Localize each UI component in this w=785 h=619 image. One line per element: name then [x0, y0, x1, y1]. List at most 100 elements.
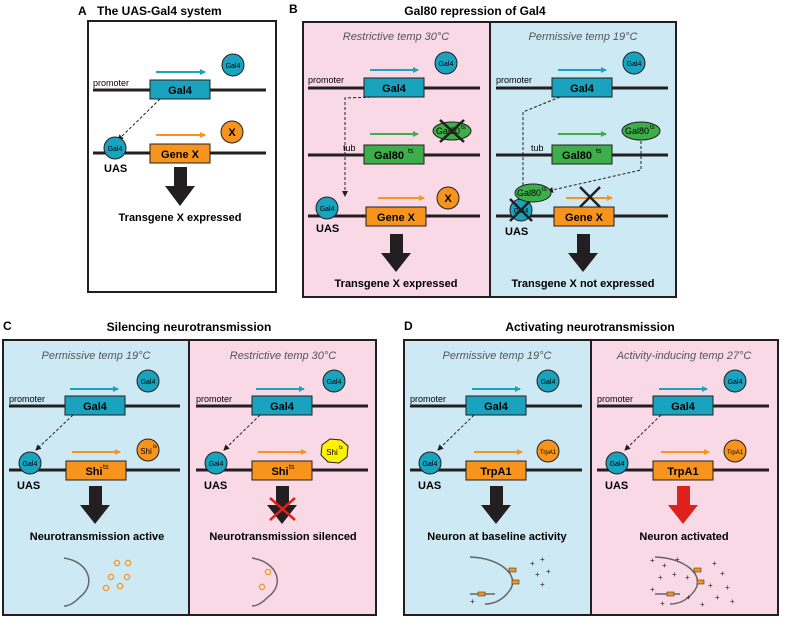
gal80-protein-sup: ts: [461, 125, 466, 131]
svg-text:+: +: [685, 573, 690, 582]
binding-dashed-arrow: [520, 96, 561, 197]
gal80-gene-sup: ts: [596, 148, 602, 155]
shits-gene-label: Shi: [85, 466, 102, 478]
gal80-gene-label: Gal80: [374, 150, 404, 162]
svg-text:+: +: [546, 567, 551, 576]
result-text: Transgene X not expressed: [511, 278, 654, 290]
gal4-bound-label: Gal4: [423, 461, 438, 468]
svg-text:+: +: [540, 580, 545, 589]
panel-a-title: The UAS-Gal4 system: [97, 4, 222, 18]
binding-dashed-arrow: [437, 414, 475, 451]
gal4-bound-label: Gal4: [320, 206, 335, 213]
gal4-gene-box: [363, 77, 425, 98]
gal80-protein: [621, 121, 661, 141]
gal4-protein: [136, 369, 160, 393]
binding-dashed-arrow: [547, 141, 642, 193]
result-text: Neurotransmission active: [30, 531, 165, 543]
gal4-bound-label: Gal4: [108, 146, 123, 153]
ions: +++ +++: [470, 555, 551, 606]
gal4-protein-label: Gal4: [327, 379, 342, 386]
svg-text:+: +: [535, 570, 540, 579]
neuron-membrane: [654, 556, 699, 605]
trpa1-gene-box: [652, 460, 714, 481]
svg-text:+: +: [675, 555, 680, 564]
gal4-bound-protein: [605, 451, 629, 475]
gal80-gene-box: [363, 144, 425, 165]
panel-d-letter: D: [404, 319, 413, 333]
shits-gene-label: Shi: [271, 466, 288, 478]
promoter-label: promoter: [597, 394, 633, 404]
uas-label: UAS: [418, 480, 441, 492]
gal80-bound-label: Gal80: [517, 188, 541, 198]
gal4-protein: [434, 51, 458, 75]
gal4-protein-label: Gal4: [541, 379, 556, 386]
gal4-bound-protein: [315, 196, 339, 220]
svg-text:+: +: [530, 559, 535, 568]
svg-text:+: +: [686, 593, 691, 602]
trpa1-protein-label: TrpA1: [727, 450, 744, 456]
promoter-label: promoter: [196, 394, 232, 404]
gal4-gene-box: [251, 395, 313, 416]
svg-text:+: +: [540, 555, 545, 564]
gal4-gene-label: Gal4: [671, 401, 696, 413]
panel-a-letter: A: [78, 4, 87, 18]
binding-dashed-arrow: [624, 414, 662, 451]
shits-protein-label: Shi: [326, 448, 338, 457]
result-text: Transgene X expressed: [335, 278, 458, 290]
result-arrow: [481, 486, 511, 524]
vesicles-retained: [258, 568, 272, 591]
panel-b: B Gal80 repression of Gal4 Restrictive t…: [289, 2, 677, 298]
panel-d-title: Activating neurotransmission: [505, 320, 674, 334]
gal4-gene-label: Gal4: [570, 83, 595, 95]
gal4-protein: [622, 51, 646, 75]
result-text: Neuron activated: [639, 531, 728, 543]
gal4-gene-label: Gal4: [83, 401, 108, 413]
uas-label: UAS: [605, 480, 628, 492]
tub-label: tub: [531, 143, 544, 153]
cross-mark: [439, 119, 465, 143]
gene-x-box: [365, 206, 427, 227]
panel-d: D Activating neurotransmission Permissiv…: [403, 319, 779, 616]
shits-gene-sup: ts: [289, 464, 295, 471]
svg-text:+: +: [700, 600, 705, 609]
result-text: Neurotransmission silenced: [209, 531, 356, 543]
gal80-gene-label: Gal80: [562, 150, 592, 162]
condition-header: Permissive temp 19°C: [42, 350, 151, 362]
svg-text:+: +: [708, 581, 713, 590]
shits-gene-sup: ts: [103, 464, 109, 471]
uas-label: UAS: [316, 223, 339, 235]
result-arrow: [568, 234, 598, 272]
gal80-protein-sup: ts: [650, 125, 655, 131]
condition-header: Permissive temp 19°C: [443, 350, 552, 362]
gal4-protein: [221, 53, 245, 77]
binding-dashed-arrow: [35, 414, 74, 451]
gene-x-box: [553, 206, 615, 227]
shits-protein-sup: ts: [153, 444, 157, 450]
condition-header: Restrictive temp 30°C: [230, 350, 337, 362]
shits-protein-inactive: [320, 438, 349, 464]
gal4-gene-label: Gal4: [168, 85, 193, 97]
trpa1-gene-box: [465, 460, 527, 481]
gal4-protein-label: Gal4: [439, 61, 454, 68]
result-text: Transgene X expressed: [119, 212, 242, 224]
uas-label: UAS: [505, 226, 528, 238]
gal4-gene-box: [465, 395, 527, 416]
x-protein-label: X: [228, 127, 236, 139]
result-text: Neuron at baseline activity: [427, 531, 567, 543]
gal80-bound-protein: [514, 183, 552, 203]
gal4-protein-label: Gal4: [226, 63, 241, 70]
trpa1-gene-label: TrpA1: [480, 466, 511, 478]
condition-header: Restrictive temp 30°C: [343, 31, 450, 43]
panel-a: A The UAS-Gal4 system promoter Gal4 Gal4…: [78, 4, 277, 293]
svg-text:+: +: [660, 599, 665, 608]
presynaptic-terminal: [251, 557, 278, 607]
gal4-bound-label: Gal4: [23, 461, 38, 468]
shits-protein: [136, 438, 160, 462]
promoter-label: promoter: [9, 394, 45, 404]
trpa1-gene-label: TrpA1: [667, 466, 698, 478]
promoter-label: promoter: [410, 394, 446, 404]
gal4-bound-label: Gal4: [610, 461, 625, 468]
panel-c-letter: C: [3, 319, 12, 333]
shits-protein-sup: ts: [339, 445, 343, 451]
